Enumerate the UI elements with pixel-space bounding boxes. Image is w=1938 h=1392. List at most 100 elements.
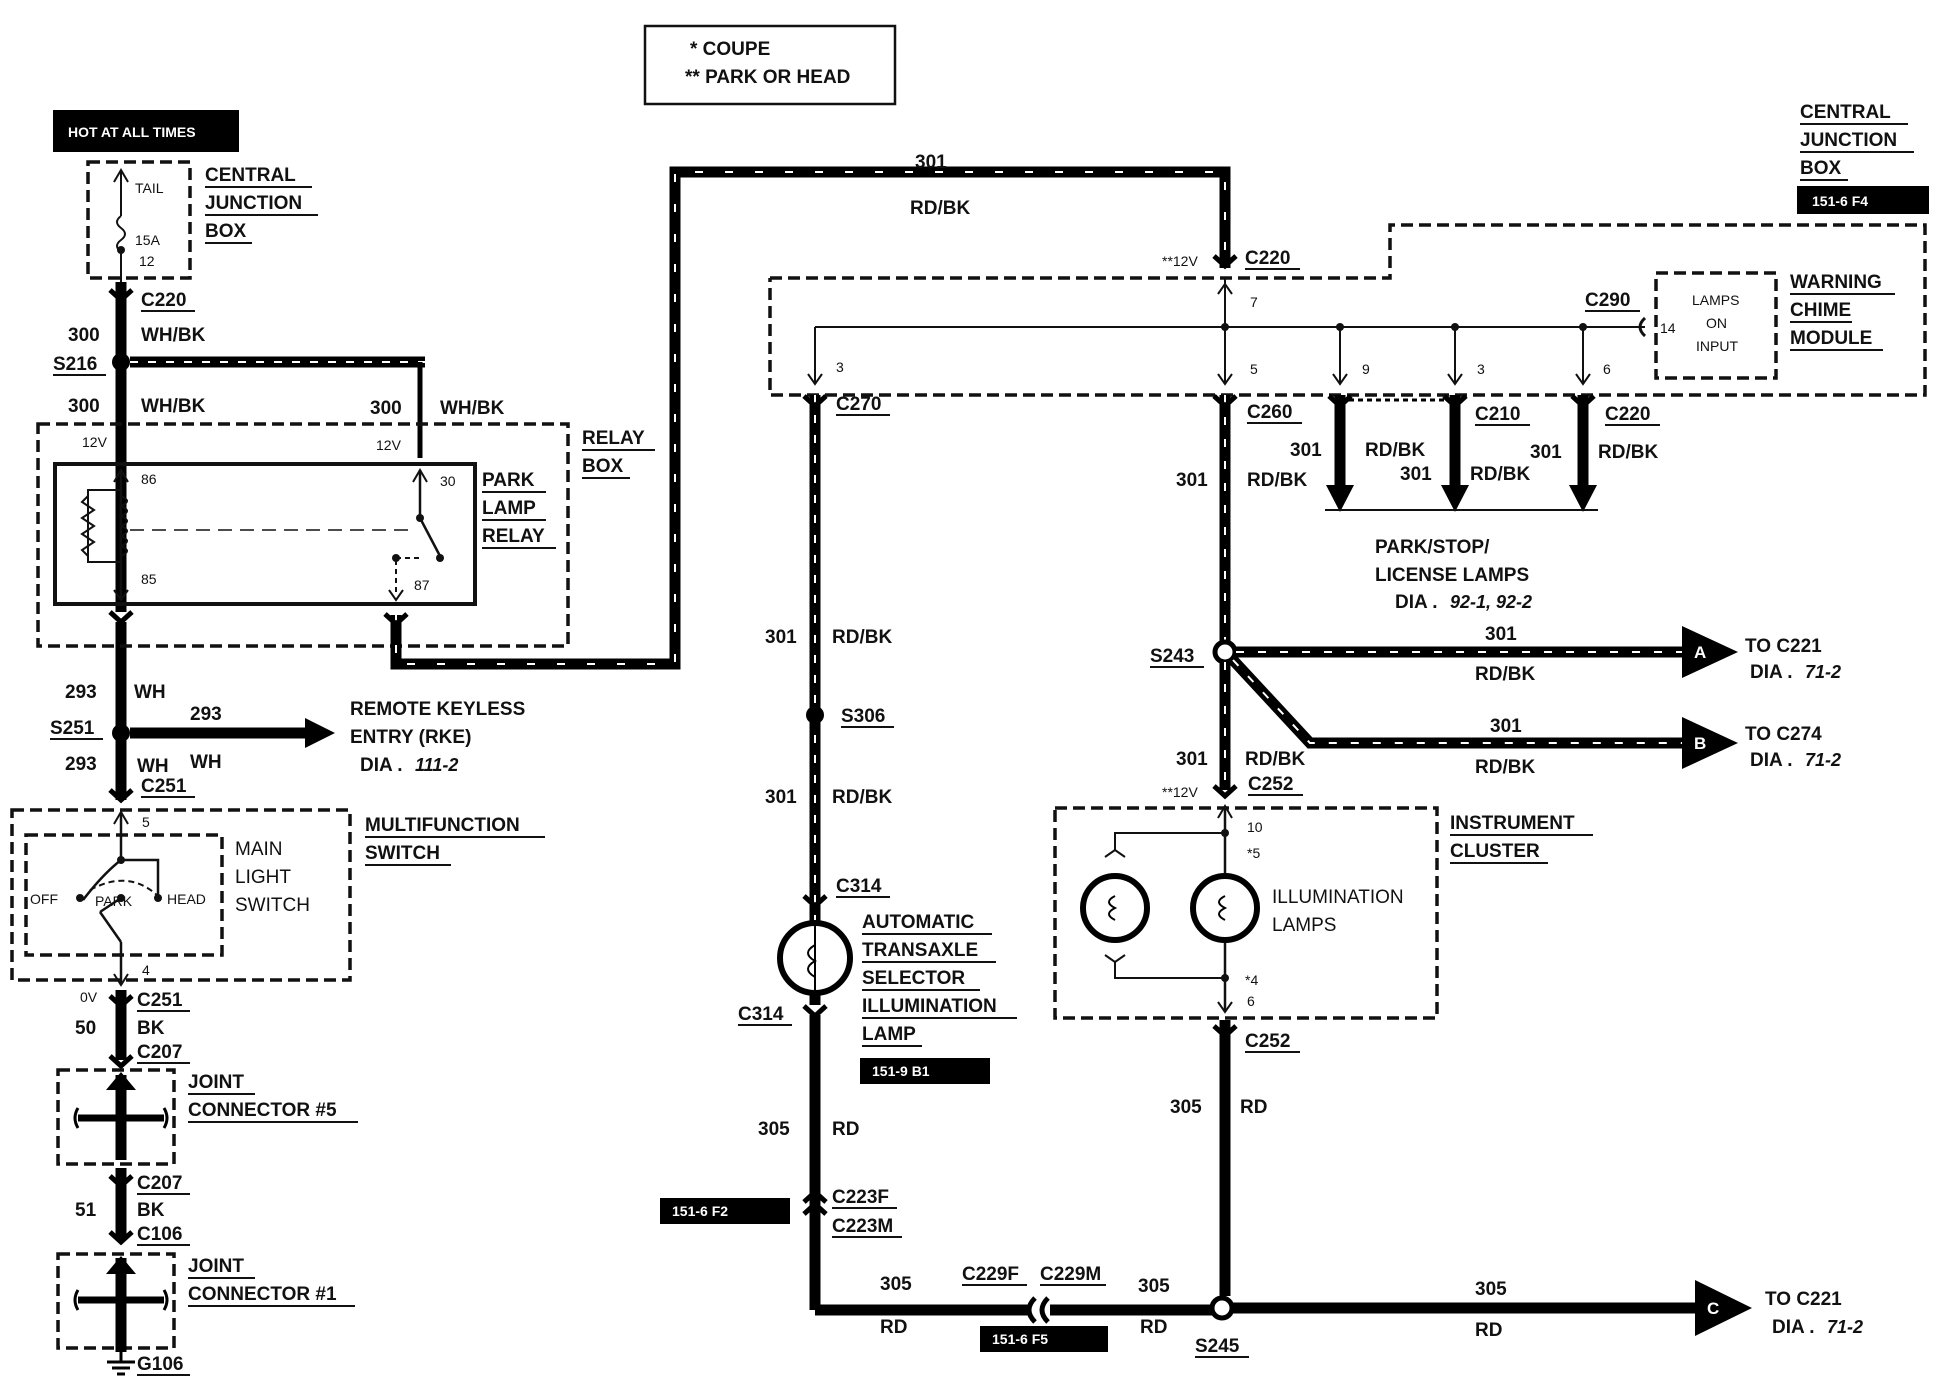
- middle-wire-305: 305: [758, 1119, 790, 1140]
- wcm-label-3: MODULE: [1790, 328, 1872, 349]
- switch-head: HEAD: [167, 891, 206, 907]
- legend-coupe: * COUPE: [690, 39, 770, 60]
- middle-wire-rdbk-a: RD/BK: [832, 627, 892, 648]
- joint-connector-5: [56, 1068, 176, 1166]
- jc1-label-2: CONNECTOR #1: [188, 1284, 337, 1305]
- connector-a-label: A: [1694, 643, 1706, 662]
- mls-label-1: MAIN: [235, 839, 283, 860]
- middle-wire-rd: RD: [832, 1119, 859, 1140]
- ref-151-6-f2: 151-6 F2: [672, 1203, 728, 1219]
- ats-label-4: ILLUMINATION: [862, 996, 997, 1017]
- wire-a-rdbk: RD/BK: [1475, 664, 1535, 685]
- to-c221-c-dia: DIA .: [1772, 1317, 1815, 1338]
- cjb-pin-9: 9: [1362, 361, 1370, 377]
- splice-s306-label: S306: [841, 706, 885, 727]
- left-c251-b: C251: [137, 990, 183, 1011]
- rke-arrow: [305, 718, 335, 748]
- fuse-icon: [116, 215, 126, 253]
- jc5-label-1: JOINT: [188, 1072, 244, 1093]
- warning-chime-module: [1654, 271, 1778, 380]
- left-wire-300-b: 300: [68, 396, 100, 417]
- cjb-c290: C290: [1585, 290, 1630, 311]
- connector-c-arrow: [1695, 1280, 1752, 1336]
- cjb-left-label-3: BOX: [205, 221, 247, 242]
- splice-s216: [112, 353, 130, 371]
- cjb-left-box: [86, 160, 192, 280]
- cjb-right-box: [768, 223, 1927, 397]
- right-wire-301-e: 301: [1176, 749, 1208, 770]
- ats-label-5: LAMP: [862, 1024, 916, 1045]
- il-label-2: LAMPS: [1272, 915, 1336, 936]
- cjb-12v: **12V: [1162, 253, 1198, 269]
- left-c251-a: C251: [141, 776, 187, 797]
- ats-label-1: AUTOMATIC: [862, 912, 975, 933]
- left-wire-wh-c: WH: [137, 756, 169, 777]
- c223f-label: C223F: [832, 1187, 889, 1208]
- left-0v: 0V: [80, 989, 98, 1005]
- relay-pin-87: 87: [414, 577, 430, 593]
- ats-label-3: SELECTOR: [862, 968, 965, 989]
- relay-pin-86: 86: [141, 471, 157, 487]
- right-wire-rdbk-e: RD/BK: [1245, 749, 1305, 770]
- ats-label-2: TRANSAXLE: [862, 940, 978, 961]
- left-wire-293-a: 293: [65, 682, 97, 703]
- mls-label-2: LIGHT: [235, 867, 291, 888]
- cjb-pin-3b: 3: [1477, 361, 1485, 377]
- jc5-label-2: CONNECTOR #5: [188, 1100, 337, 1121]
- multifunction-switch: [10, 808, 352, 982]
- ref-151-6-f2-box: [660, 1198, 790, 1224]
- fuse-number: 12: [139, 253, 155, 269]
- right-wire-rdbk-a: RD/BK: [1247, 470, 1307, 491]
- mfs-label-1: MULTIFUNCTION: [365, 815, 520, 836]
- rke-label-1: REMOTE KEYLESS: [350, 699, 525, 720]
- lamps-on-input-2: ON: [1706, 315, 1727, 331]
- rke-dia-number: 111-2: [415, 755, 458, 775]
- wire-b-301: 301: [1490, 716, 1522, 737]
- right-wire-301-a: 301: [1176, 470, 1208, 491]
- splice-s243-label: S243: [1150, 646, 1194, 667]
- right-wire-301-b: 301: [1290, 440, 1322, 461]
- to-c274-b-dia-number: 71-2: [1805, 750, 1841, 770]
- ic-pin-5: *5: [1247, 845, 1260, 861]
- resistor-icon: [80, 495, 96, 557]
- middle-c314-a: C314: [836, 876, 882, 897]
- cjb-pin-3: 3: [836, 359, 844, 375]
- right-wire-rd: RD: [1240, 1097, 1267, 1118]
- bottom-wire-305-c: 305: [1475, 1279, 1507, 1300]
- left-wire-51: 51: [75, 1200, 97, 1221]
- lamps-on-input-3: INPUT: [1696, 338, 1738, 354]
- instrument-cluster: [1053, 806, 1439, 1020]
- relay-box: [36, 422, 570, 648]
- wire-to-b: [1228, 656, 1690, 749]
- park-stop-lamp-wires: [1325, 394, 1598, 512]
- park-lamp-relay: [53, 462, 477, 606]
- relay-box-label-1: RELAY: [582, 428, 645, 449]
- cjb-left-label-1: CENTRAL: [205, 165, 296, 186]
- top-wire-301: 301: [915, 152, 947, 173]
- relay-switch-contact: [418, 517, 442, 557]
- wcm-label-1: WARNING: [1790, 272, 1882, 293]
- switch-park: PARK: [95, 893, 133, 909]
- relay-label-3: RELAY: [482, 526, 545, 547]
- right-12v: **12V: [1162, 784, 1198, 800]
- right-wire-305: 305: [1170, 1097, 1202, 1118]
- relay-12v-a: 12V: [82, 434, 108, 450]
- left-c207-a: C207: [137, 1042, 182, 1063]
- c223m-label: C223M: [832, 1216, 893, 1237]
- to-c221-a: TO C221: [1745, 636, 1822, 657]
- right-wire-rdbk-b: RD/BK: [1365, 440, 1425, 461]
- relay-box-label-2: BOX: [582, 456, 624, 477]
- ic-pin-6: 6: [1247, 993, 1255, 1009]
- relay-pin-30: 30: [440, 473, 456, 489]
- wcm-label-2: CHIME: [1790, 300, 1851, 321]
- rke-wire-wh: WH: [190, 752, 222, 773]
- right-wire-rdbk-d: RD/BK: [1598, 442, 1658, 463]
- mfs-pin-5: 5: [142, 814, 150, 830]
- left-c106: C106: [137, 1224, 182, 1245]
- middle-wire-301-a: 301: [765, 627, 797, 648]
- right-wire-rdbk-c: RD/BK: [1470, 464, 1530, 485]
- left-wire-bk-a: BK: [137, 1018, 165, 1039]
- connector-c-label: C: [1707, 1299, 1719, 1318]
- right-wire-301-c: 301: [1400, 464, 1432, 485]
- left-wire-50: 50: [75, 1018, 96, 1039]
